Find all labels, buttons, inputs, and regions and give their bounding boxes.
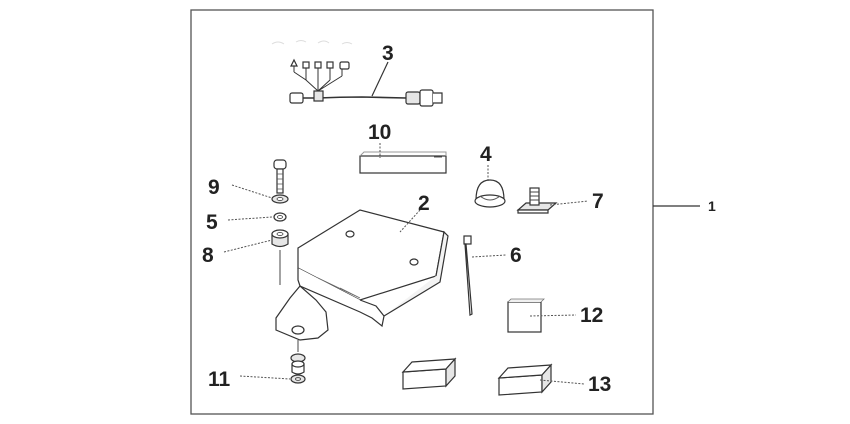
kit-label: 1 <box>708 198 716 214</box>
cable-tie-part <box>463 235 473 316</box>
harness-leader <box>371 61 389 97</box>
small-pad-leader <box>529 314 577 317</box>
collar-part <box>271 229 289 248</box>
callout-13: 13 <box>588 373 611 396</box>
collar-leader <box>223 239 273 253</box>
washer-leader <box>227 216 273 221</box>
callout-3: 3 <box>382 42 394 65</box>
kit-frame <box>190 9 654 415</box>
bolt-leader <box>231 184 273 199</box>
stud-plate-part <box>516 187 558 214</box>
small-pad-part <box>507 298 545 333</box>
callout-11: 11 <box>208 368 231 391</box>
box-leader <box>539 379 585 385</box>
bottom-washer-part <box>290 353 306 384</box>
callout-4: 4 <box>480 143 492 166</box>
callout-7: 7 <box>592 190 604 213</box>
washer-part <box>273 212 287 222</box>
callout-9: 9 <box>208 176 220 199</box>
callout-6: 6 <box>510 244 522 267</box>
bolt-part <box>273 159 287 194</box>
cable-tie-leader <box>471 254 507 258</box>
callout-12: 12 <box>580 304 603 327</box>
bracket-leader <box>399 209 421 233</box>
callout-10: 10 <box>368 121 391 144</box>
callout-5: 5 <box>206 211 218 234</box>
stud-plate-leader <box>549 200 589 206</box>
callout-2: 2 <box>418 192 430 215</box>
box-part <box>497 363 553 396</box>
callout-8: 8 <box>202 244 214 267</box>
bracket-part <box>275 209 449 341</box>
bottom-washer-leader <box>239 375 291 380</box>
foam-block-part <box>401 357 457 390</box>
wire-harness-part <box>271 40 443 107</box>
pad-strip-part <box>359 151 447 174</box>
cap-part <box>474 179 506 208</box>
